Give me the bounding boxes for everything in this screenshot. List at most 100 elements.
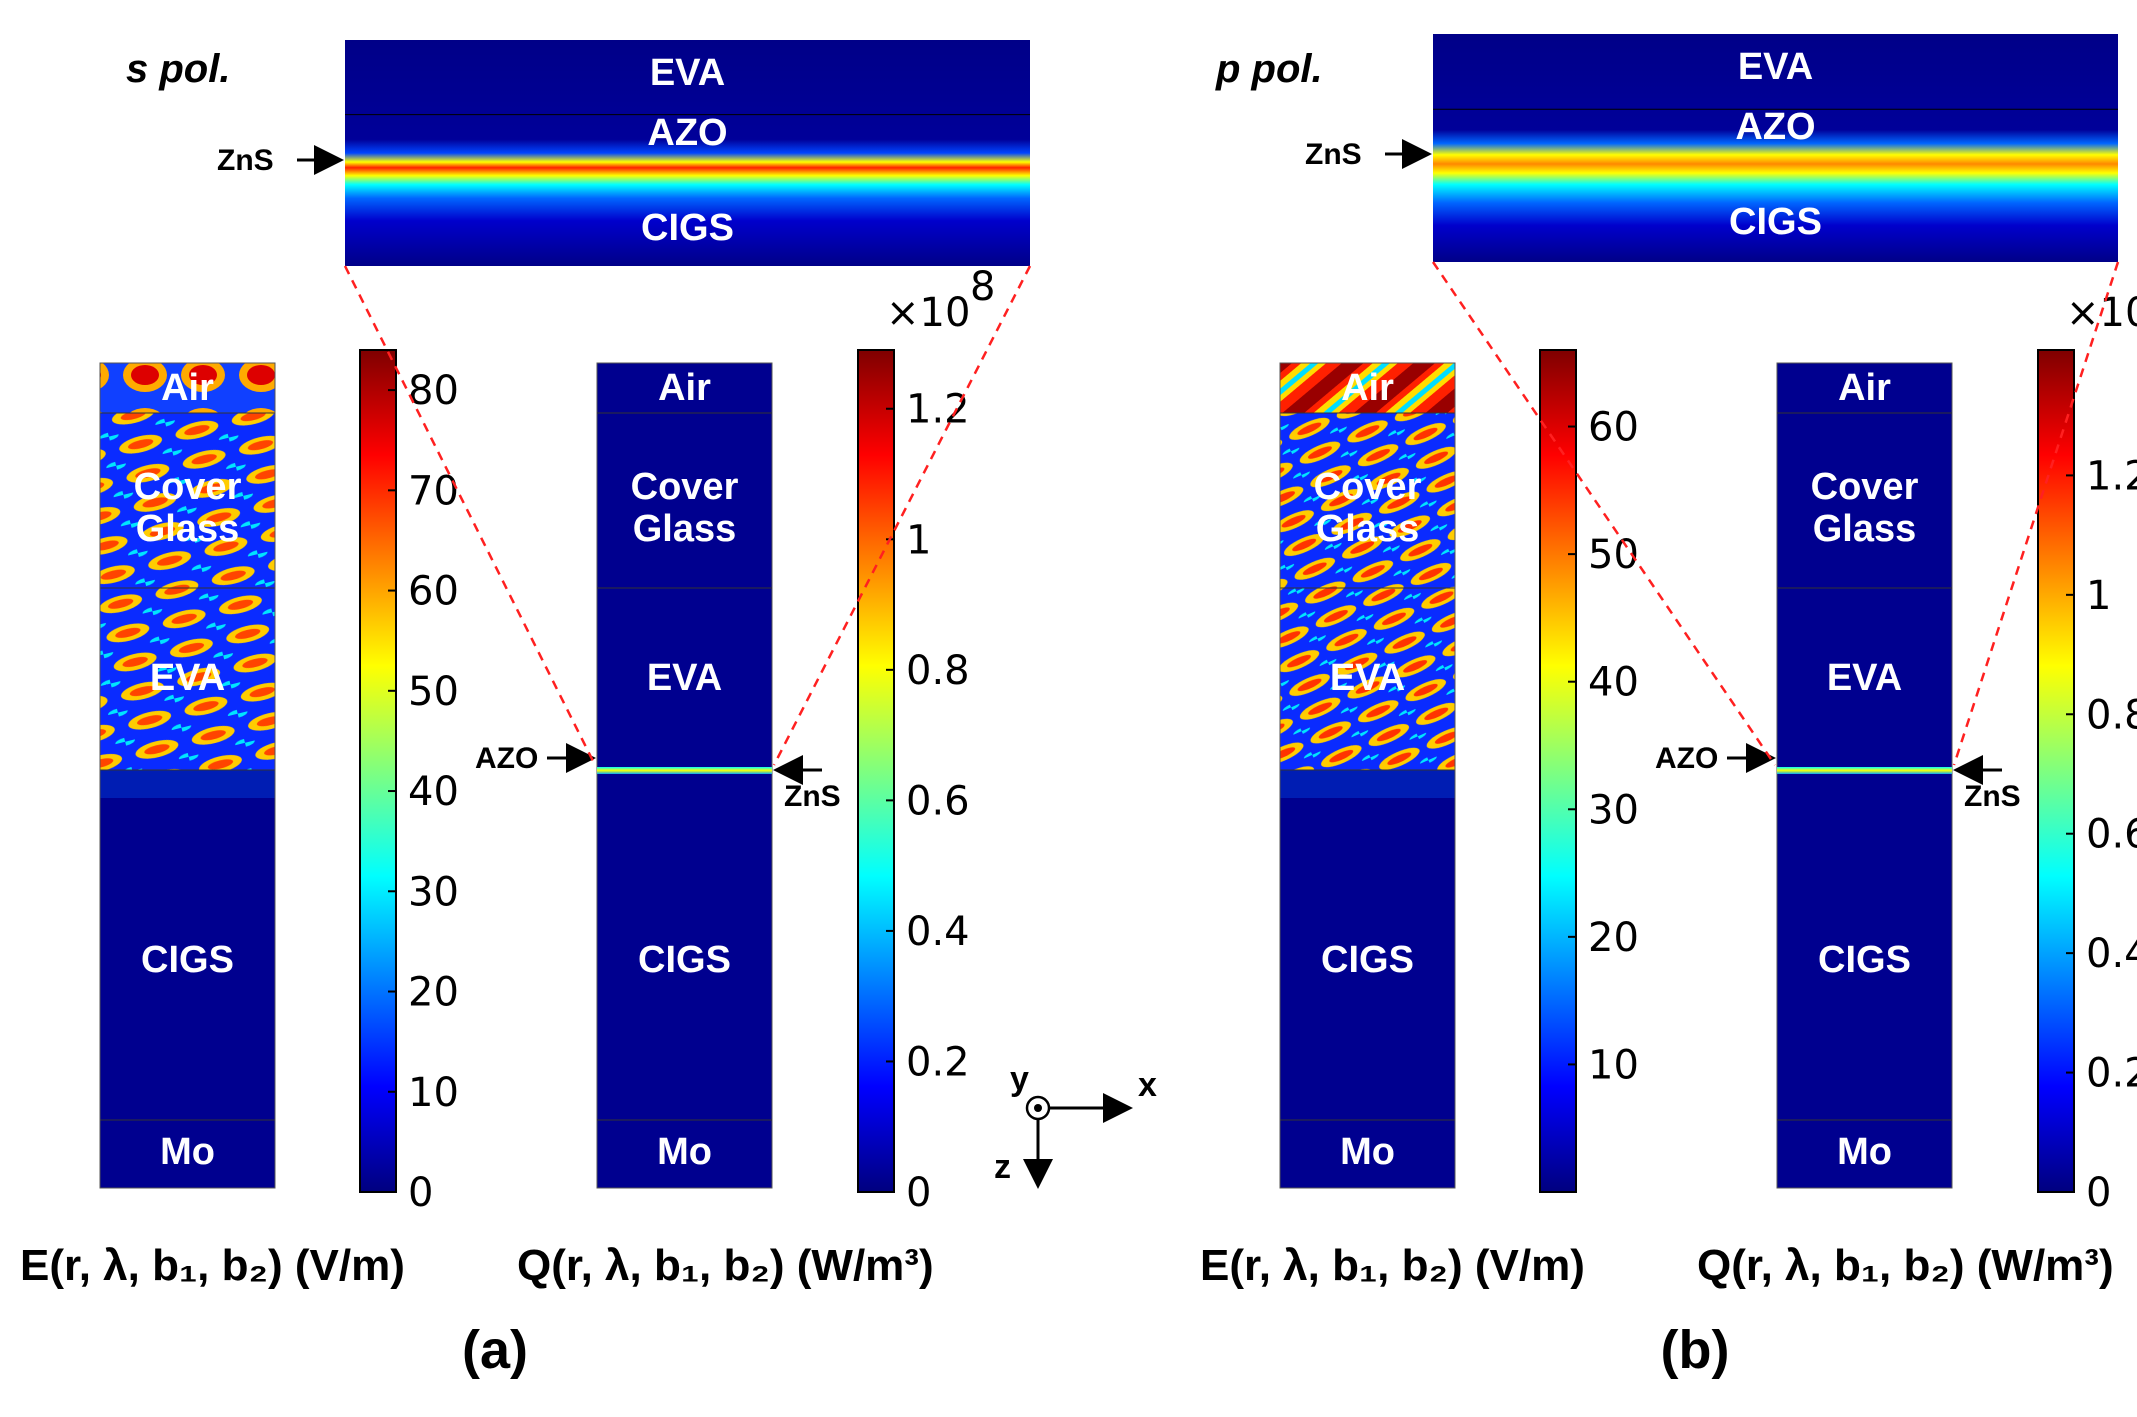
field-colorbar-tick-label: 30 [1588, 787, 1639, 833]
field-colorbar-tick-label: 60 [1588, 405, 1639, 451]
absorption-colorbar-tick-label: 0 [2086, 1170, 2111, 1216]
field-layer-label: Mo [1340, 1131, 1395, 1173]
zoom-layer-label: EVA [650, 52, 725, 94]
absorption-colorbar-tick-label: 0.6 [906, 778, 970, 824]
zoom-projection-line [343, 265, 597, 766]
absorption-colorbar-tick-label: 0 [906, 1170, 931, 1216]
x-axis-label: x [1138, 1066, 1157, 1104]
absorption-colorbar-tick-label: 0.4 [2086, 931, 2137, 977]
zoom-inset [345, 40, 1030, 266]
field-colorbar-tick-label: 20 [408, 970, 459, 1016]
field-decay-region [1280, 770, 1455, 798]
zoom-pointer-label: ZnS [1305, 138, 1362, 171]
field-layer-label: CIGS [1321, 939, 1414, 981]
field-air-region [100, 363, 275, 413]
field-layer-label: Air [1341, 367, 1394, 409]
field-colorbar-tick-label: 60 [408, 569, 459, 615]
panel-label: (b) [1661, 1320, 1730, 1380]
zoom-projection-line [1431, 261, 1777, 766]
absorption-layer-label: Air [658, 367, 711, 409]
absorption-column [596, 362, 773, 1189]
absorption-column [1776, 362, 1953, 1189]
field-colorbar-tick-label: 20 [1588, 915, 1639, 961]
absorption-colorbar-tick-label: 0.2 [906, 1039, 970, 1085]
zoom-layer-label: AZO [1735, 106, 1815, 148]
absorption-layer-label: Air [1838, 367, 1891, 409]
absorption-quantity-label: Q(r, λ, b₁, b₂) (W/m³) [1697, 1241, 2114, 1290]
absorption-colorbar-tick-label: 1 [2086, 573, 2111, 619]
field-layer-label: EVA [1330, 657, 1405, 699]
z-axis-label: z [994, 1148, 1011, 1186]
field-column-frame [1279, 362, 1456, 1189]
zoom-layer-label: EVA [1738, 46, 1813, 88]
absorption-layer-label: Mo [657, 1131, 712, 1173]
field-colorbar [1539, 349, 1577, 1193]
absorption-layer-label: CIGS [638, 939, 731, 981]
field-colorbar-tick-label: 80 [408, 368, 459, 414]
field-interference-region [100, 413, 275, 770]
absorption-colorbar-tick-label: 1.2 [906, 387, 970, 433]
absorption-colorbar-tick-label: 1 [906, 517, 931, 563]
axes-indicator: y x z [994, 1060, 1157, 1189]
colorbar-exponent: 8 [970, 264, 995, 310]
field-layer-label: CIGS [141, 939, 234, 981]
axis-origin-dot [1034, 1104, 1042, 1112]
field-interference-region [1280, 413, 1455, 770]
field-colorbar-tick-label: 10 [1588, 1042, 1639, 1088]
azo-pointer-label: AZO [475, 742, 538, 775]
polarization-label: s pol. [126, 47, 230, 91]
zoom-projection-line [1952, 261, 2120, 766]
zoom-pointer-label: ZnS [217, 144, 274, 177]
field-quantity-label: E(r, λ, b₁, b₂) (V/m) [20, 1241, 405, 1290]
field-absorber-region [100, 770, 275, 1188]
absorption-layer-label: CIGS [1818, 939, 1911, 981]
field-colorbar-tick-label: 30 [408, 869, 459, 915]
zns-pointer-label: ZnS [1964, 780, 2021, 813]
absorption-colorbar-tick-label: 0.8 [2086, 692, 2137, 738]
absorption-colorbar-tick-label: 1.2 [2086, 453, 2137, 499]
zoom-projection-line [772, 265, 1032, 766]
field-colorbar-tick-label: 70 [408, 468, 459, 514]
colorbar-multiplier: ×10 [886, 290, 970, 336]
polarization-label: p pol. [1215, 47, 1323, 91]
field-colorbar-tick-label: 50 [408, 669, 459, 715]
absorption-layer-label: EVA [1827, 657, 1902, 699]
absorption-colorbar-tick-label: 0.8 [906, 648, 970, 694]
absorption-layer-label: EVA [647, 657, 722, 699]
field-decay-region [100, 770, 275, 798]
zoom-layer-label: AZO [647, 112, 727, 154]
zoom-layer-label: CIGS [641, 207, 734, 249]
field-colorbar-tick-label: 40 [408, 769, 459, 815]
absorption-colorbar-tick-label: 0.4 [906, 909, 970, 955]
field-colorbar-tick-label: 40 [1588, 660, 1639, 706]
field-layer-label: EVA [150, 657, 225, 699]
field-quantity-label: E(r, λ, b₁, b₂) (V/m) [1200, 1241, 1585, 1290]
field-colorbar-tick-label: 0 [408, 1170, 433, 1216]
absorption-colorbar-tick-label: 0.6 [2086, 812, 2137, 858]
absorption-hotspot-line [597, 767, 772, 774]
panel-label: (a) [462, 1320, 528, 1380]
field-layer-label: Mo [160, 1131, 215, 1173]
field-column-frame [99, 362, 276, 1189]
field-layer-label: Air [161, 367, 214, 409]
y-axis-label: y [1010, 1060, 1029, 1098]
field-air-region [1280, 363, 1455, 413]
absorption-layer-label: Mo [1837, 1131, 1892, 1173]
azo-pointer-label: AZO [1655, 742, 1718, 775]
absorption-hotspot-line [1777, 767, 1952, 774]
field-colorbar-tick-label: 10 [408, 1070, 459, 1116]
field-colorbar-tick-label: 50 [1588, 532, 1639, 578]
zoom-inset [1433, 34, 2118, 262]
zoom-layer-label: CIGS [1729, 201, 1822, 243]
zns-pointer-label: ZnS [784, 780, 841, 813]
absorption-colorbar [857, 349, 895, 1193]
absorption-colorbar-tick-label: 0.2 [2086, 1051, 2137, 1097]
